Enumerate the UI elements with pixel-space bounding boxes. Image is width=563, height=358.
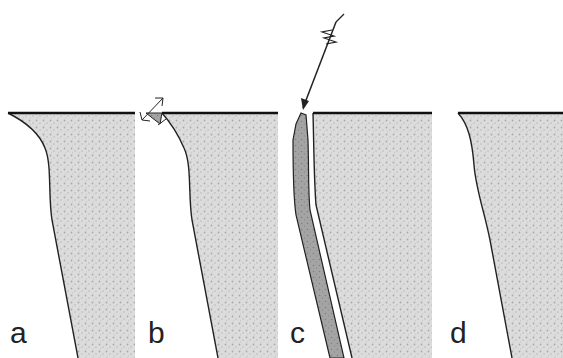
panel-c-tissue xyxy=(293,14,432,358)
panel-letter: c xyxy=(290,318,305,348)
panel-letter: a xyxy=(10,318,27,348)
panel-letter: d xyxy=(450,318,467,348)
panel-b-tissue xyxy=(140,98,278,358)
panel-d-tissue xyxy=(458,113,563,358)
panel-a-tissue xyxy=(8,113,135,358)
panel-letter: b xyxy=(148,318,165,348)
